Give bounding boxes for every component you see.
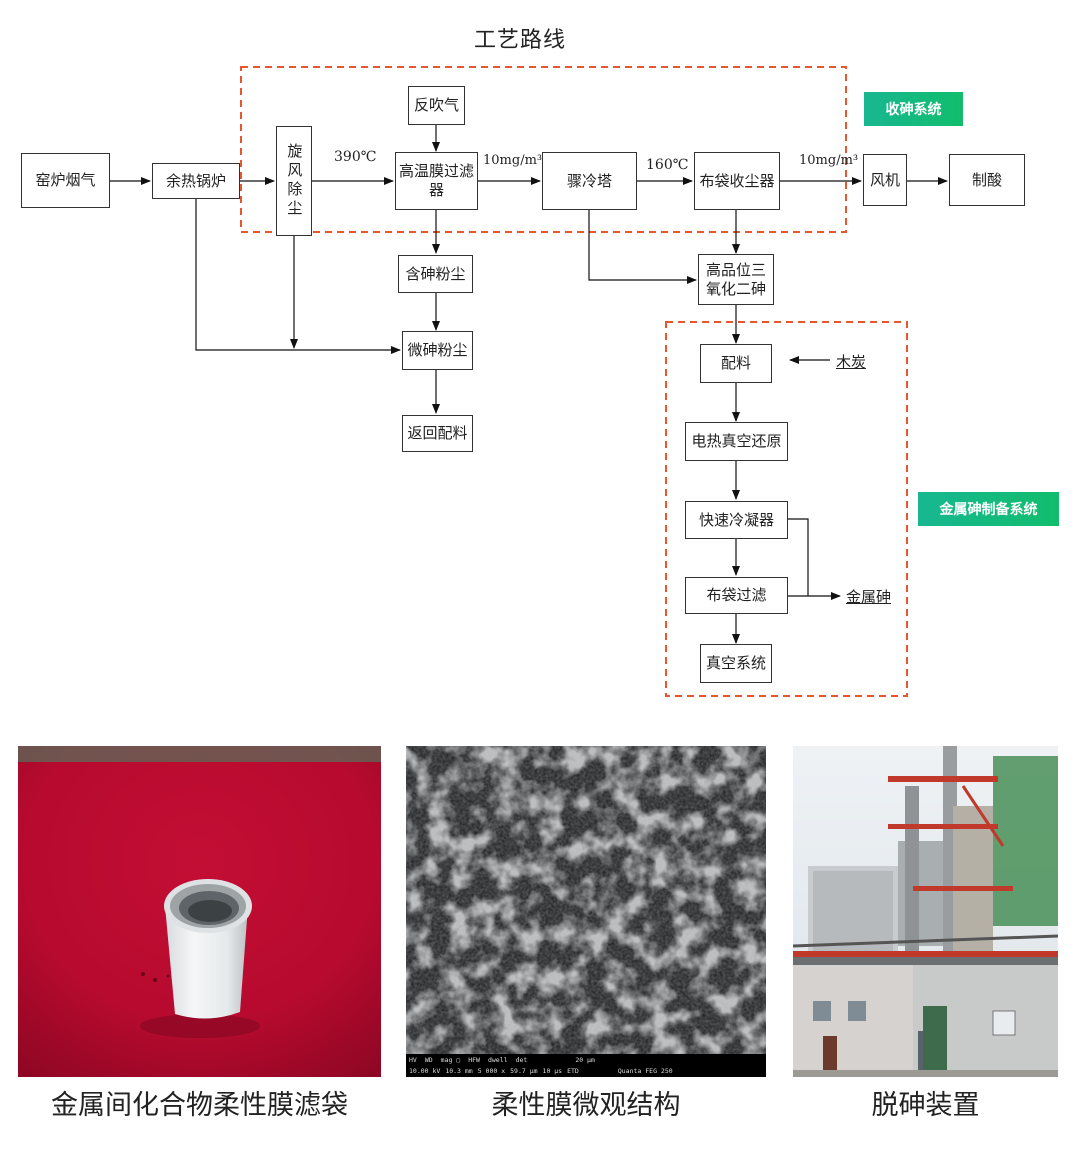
photo-caption-microstructure: 柔性膜微观结构 — [491, 1090, 681, 1121]
acid-making-box: 制酸 — [949, 154, 1025, 206]
sem-mag: mag ▢ — [440, 1056, 461, 1064]
high-grade-as2o3-box: 高品位三氧化二砷 — [698, 254, 774, 305]
sem-model: Quanta FEG 250 — [617, 1067, 673, 1075]
photo-caption-dearsenic-plant: 脱砷装置 — [871, 1090, 980, 1121]
photo-caption-filter-bag: 金属间化合物柔性膜滤袋 — [51, 1090, 348, 1121]
arsenic-recovery-system-border — [240, 66, 847, 233]
dearsenic-plant-photo — [793, 746, 1058, 1077]
sem-det: det — [515, 1056, 528, 1064]
charcoal-label: 木炭 — [836, 353, 867, 371]
flow-connectors — [110, 66, 948, 697]
sem-wd: WD — [424, 1056, 433, 1064]
sem-hfw-value: 59.7 μm — [510, 1067, 538, 1075]
electrothermal-vacuum-reduction-box: 电热真空还原 — [685, 422, 788, 461]
sem-porous-structure — [406, 746, 766, 1054]
temp-390-label: 390℃ — [334, 149, 377, 165]
sem-hv: HV — [409, 1056, 417, 1064]
sem-mag-value: 5 000 x — [477, 1067, 506, 1075]
cyclone-box: 旋风除尘 — [276, 126, 312, 236]
filter-bag-roll-photo — [18, 746, 381, 1077]
concentration-label-1: 10mg/m³ — [483, 153, 543, 168]
arsenic-dust-box: 含砷粉尘 — [398, 255, 473, 293]
sem-info-bar: HV WD mag ▢ HFW dwell det 20 μm 10.00 kV… — [406, 1054, 766, 1077]
ht-membrane-filter-box: 高温膜过滤器 — [395, 152, 478, 210]
metal-arsenic-label: 金属砷 — [846, 588, 892, 606]
cooling-tower-box: 骤冷塔 — [542, 152, 637, 210]
kiln-flue-gas-box: 窑炉烟气 — [21, 153, 110, 208]
sem-wd-value: 10.3 mm — [445, 1067, 473, 1075]
sem-hfw: HFW — [468, 1056, 480, 1064]
sem-dwell: dwell — [487, 1056, 508, 1064]
sem-det-value: ETD — [567, 1067, 579, 1075]
waste-heat-boiler-box: 余热锅炉 — [152, 163, 240, 199]
arsenic-recovery-system-tag: 收砷系统 — [864, 92, 963, 126]
metal-arsenic-system-border — [665, 321, 908, 697]
batching-box: 配料 — [700, 344, 772, 383]
concentration-label-2: 10mg/m³ — [799, 153, 859, 168]
return-batching-box: 返回配料 — [402, 415, 473, 452]
sem-micrograph-photo: HV WD mag ▢ HFW dwell det 20 μm 10.00 kV… — [406, 746, 766, 1077]
filter-bag-roll-illustration — [18, 746, 381, 1077]
bag-collector-box: 布袋收尘器 — [694, 152, 780, 210]
sem-scale: 20 μm — [575, 1056, 595, 1064]
sem-hv-value: 10.00 kV — [409, 1067, 441, 1075]
fan-box: 风机 — [863, 154, 907, 206]
vacuum-system-box: 真空系统 — [700, 644, 772, 683]
fast-condenser-box: 快速冷凝器 — [685, 501, 788, 539]
metal-arsenic-prep-system-tag: 金属砷制备系统 — [918, 492, 1059, 526]
diagram-title: 工艺路线 — [473, 28, 566, 53]
micro-arsenic-dust-box: 微砷粉尘 — [402, 331, 473, 370]
temp-160-label: 160℃ — [646, 157, 689, 173]
sem-dwell-value: 10 μs — [542, 1067, 563, 1075]
back-blow-gas-box: 反吹气 — [408, 86, 465, 125]
dearsenic-plant-illustration — [793, 746, 1058, 1077]
bag-filter-box: 布袋过滤 — [685, 577, 788, 614]
cyclone-label: 旋风除尘 — [285, 143, 304, 219]
